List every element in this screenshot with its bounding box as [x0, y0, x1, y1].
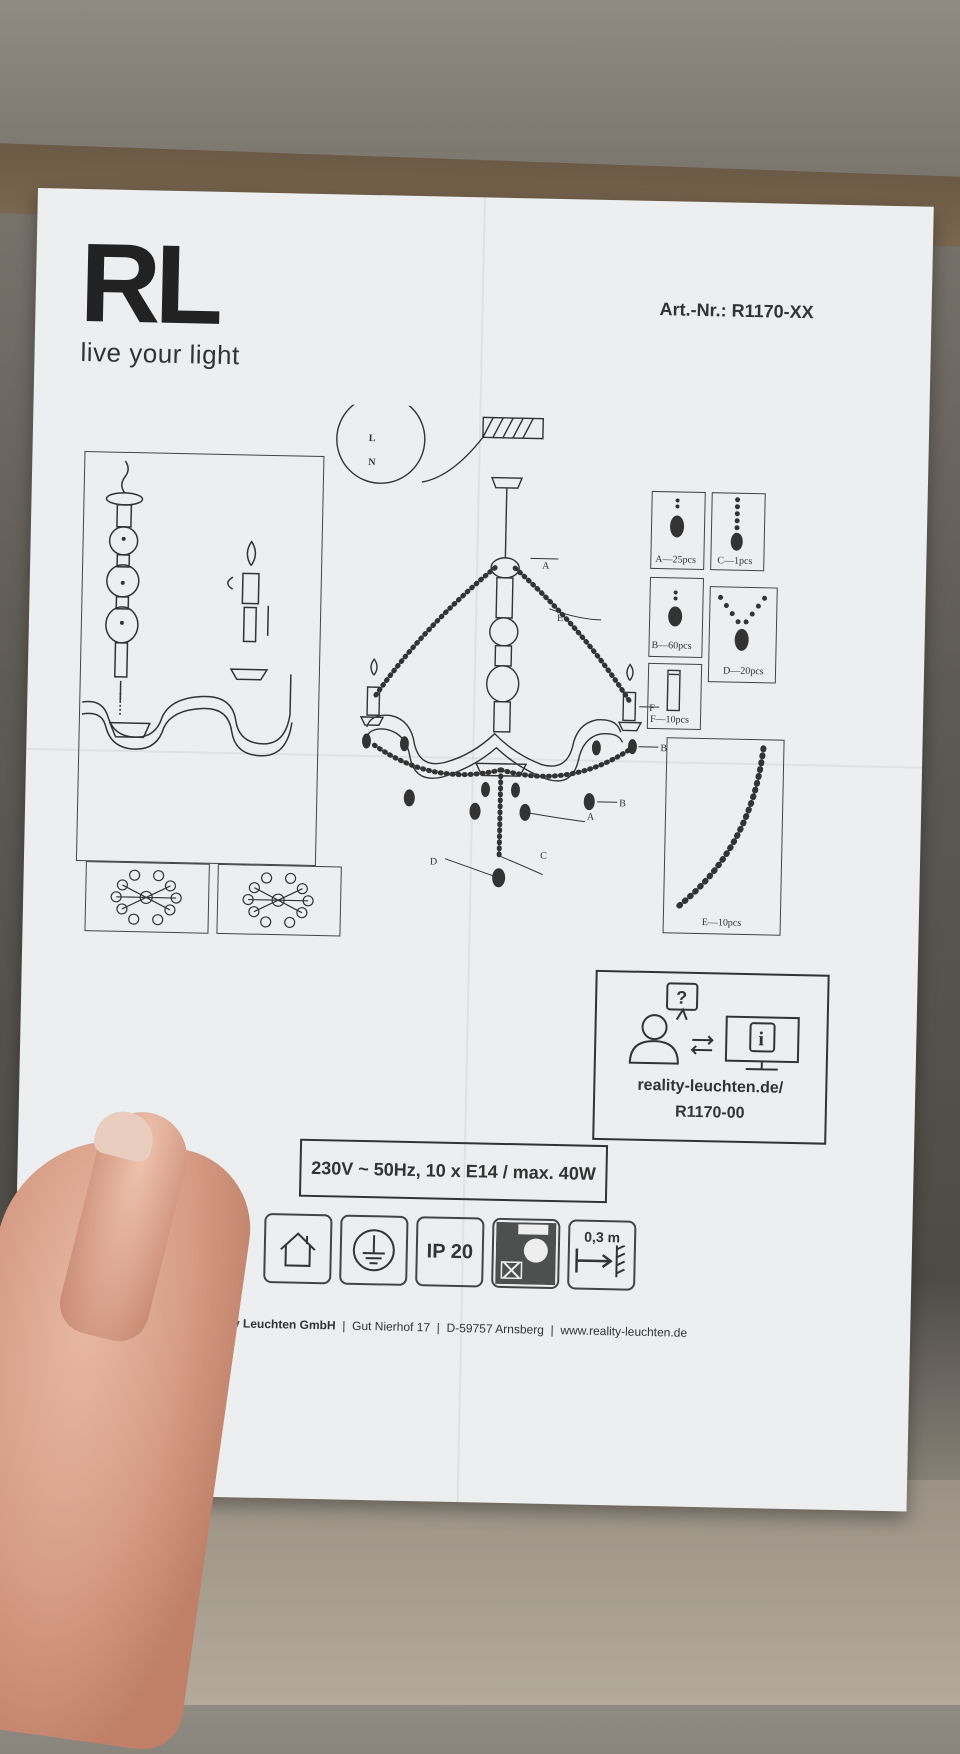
callout-label: C — [540, 850, 547, 862]
footer-web: www.reality-leuchten.de — [560, 1323, 688, 1340]
part-c-label: C—1pcs — [717, 555, 753, 568]
arm-arrangement-panel — [84, 861, 210, 934]
bead-chain-e-icon — [675, 745, 767, 910]
brand-tagline: live your light — [80, 336, 241, 371]
part-f-panel: F—10pcs — [646, 662, 703, 730]
min-distance-text: 0,3 m — [584, 1228, 621, 1246]
footer-separator: | — [342, 1318, 346, 1333]
article-number: Art.-Nr.: R1170-XX — [659, 299, 814, 323]
callout-label: E — [556, 612, 564, 625]
pendant-a-icon — [670, 498, 685, 538]
part-b-label: B—60pcs — [651, 639, 692, 652]
protective-earth-icon — [339, 1214, 409, 1286]
callout-label: A — [542, 560, 550, 572]
indoor-use-house-icon — [263, 1212, 333, 1285]
part-b-panel: B—60pcs — [648, 576, 704, 659]
stem-assembly-drawing — [81, 460, 293, 757]
necklace-d-icon — [718, 594, 768, 651]
candle-sleeve-f-icon — [666, 669, 681, 712]
arm-layout-drawing — [110, 869, 182, 926]
part-a-label: A—25pcs — [655, 554, 697, 566]
ip-rating-text: IP 20 — [426, 1239, 474, 1263]
footer-street: Gut Nierhof 17 — [351, 1318, 431, 1335]
electrical-spec: 230V ~ 50Hz, 10 x E14 / max. 40W — [298, 1138, 609, 1204]
part-d-panel: D—20pcs — [707, 586, 778, 684]
no-dimmer-bulb-icon — [491, 1217, 561, 1290]
callout-label: B — [619, 798, 627, 810]
part-d-label: D—20pcs — [722, 665, 764, 678]
arm-arrangement-panel-2 — [216, 863, 342, 937]
assembly-detail-panel — [75, 451, 325, 866]
pendant-chain-c-icon — [730, 497, 743, 551]
footer-separator: | — [550, 1322, 554, 1338]
callout-label: D — [429, 856, 438, 868]
wire-label-neutral: N — [368, 456, 376, 469]
min-distance-icon: 0,3 m — [567, 1219, 637, 1291]
user-support-icon: ? i — [628, 982, 800, 1071]
part-e-panel: E—10pcs — [662, 737, 785, 936]
callout-label: A — [586, 811, 595, 823]
instruction-sheet: RL live your light Art.-Nr.: R1170-XX — [10, 188, 934, 1512]
footer-city: D-59757 Arnsberg — [446, 1320, 545, 1337]
part-c-panel: C—1pcs — [710, 492, 766, 572]
info-url-line-2: R1170-00 — [674, 1103, 745, 1122]
pendant-b-icon — [668, 590, 683, 627]
part-a-panel: A—25pcs — [650, 490, 706, 571]
ip-rating-icon: IP 20 — [415, 1216, 485, 1288]
part-e-label: E—10pcs — [701, 917, 742, 929]
svg-text:i: i — [758, 1028, 764, 1050]
brand-logo: RL — [78, 219, 219, 348]
info-url-line-1: reality-leuchten.de/ — [637, 1076, 784, 1097]
footer-separator: | — [436, 1320, 441, 1335]
arm-layout-drawing — [242, 872, 314, 929]
svg-text:?: ? — [676, 988, 687, 1008]
wire-label-live: L — [368, 432, 376, 445]
part-f-label: F—10pcs — [649, 713, 690, 726]
chandelier-diagram — [336, 404, 660, 888]
online-info-box: ? i reality-leuchten.de/ R1170-00 — [592, 969, 830, 1145]
